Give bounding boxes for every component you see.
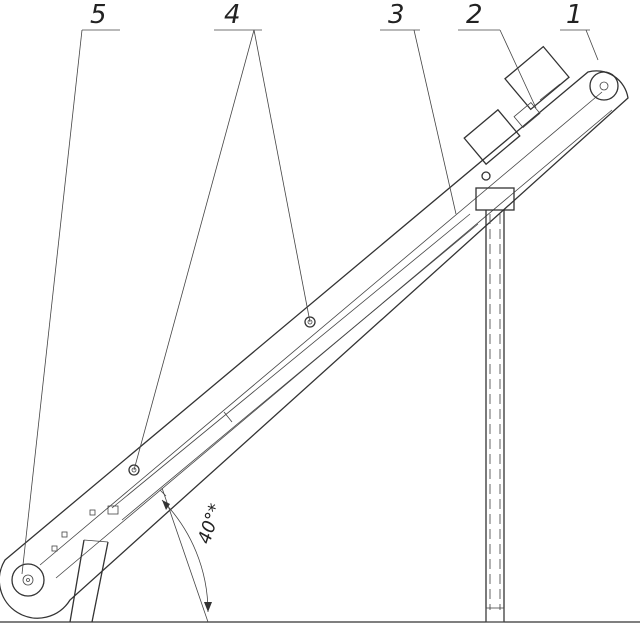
tail-support [69, 539, 109, 623]
leader-lines [21, 29, 599, 575]
callout-4: 4 [224, 0, 241, 30]
tail-drum [11, 563, 45, 597]
callout-3: 3 [388, 0, 405, 30]
drive-unit [463, 45, 570, 166]
callout-5: 5 [90, 0, 107, 30]
angle-dimension [161, 487, 212, 623]
frame-bolts [51, 505, 119, 552]
head-drum [589, 71, 619, 101]
idler-rollers [128, 171, 491, 476]
support-column [475, 187, 515, 623]
callout-1: 1 [566, 0, 583, 30]
callout-2: 2 [466, 0, 483, 30]
conveyor-belt [0, 70, 629, 619]
